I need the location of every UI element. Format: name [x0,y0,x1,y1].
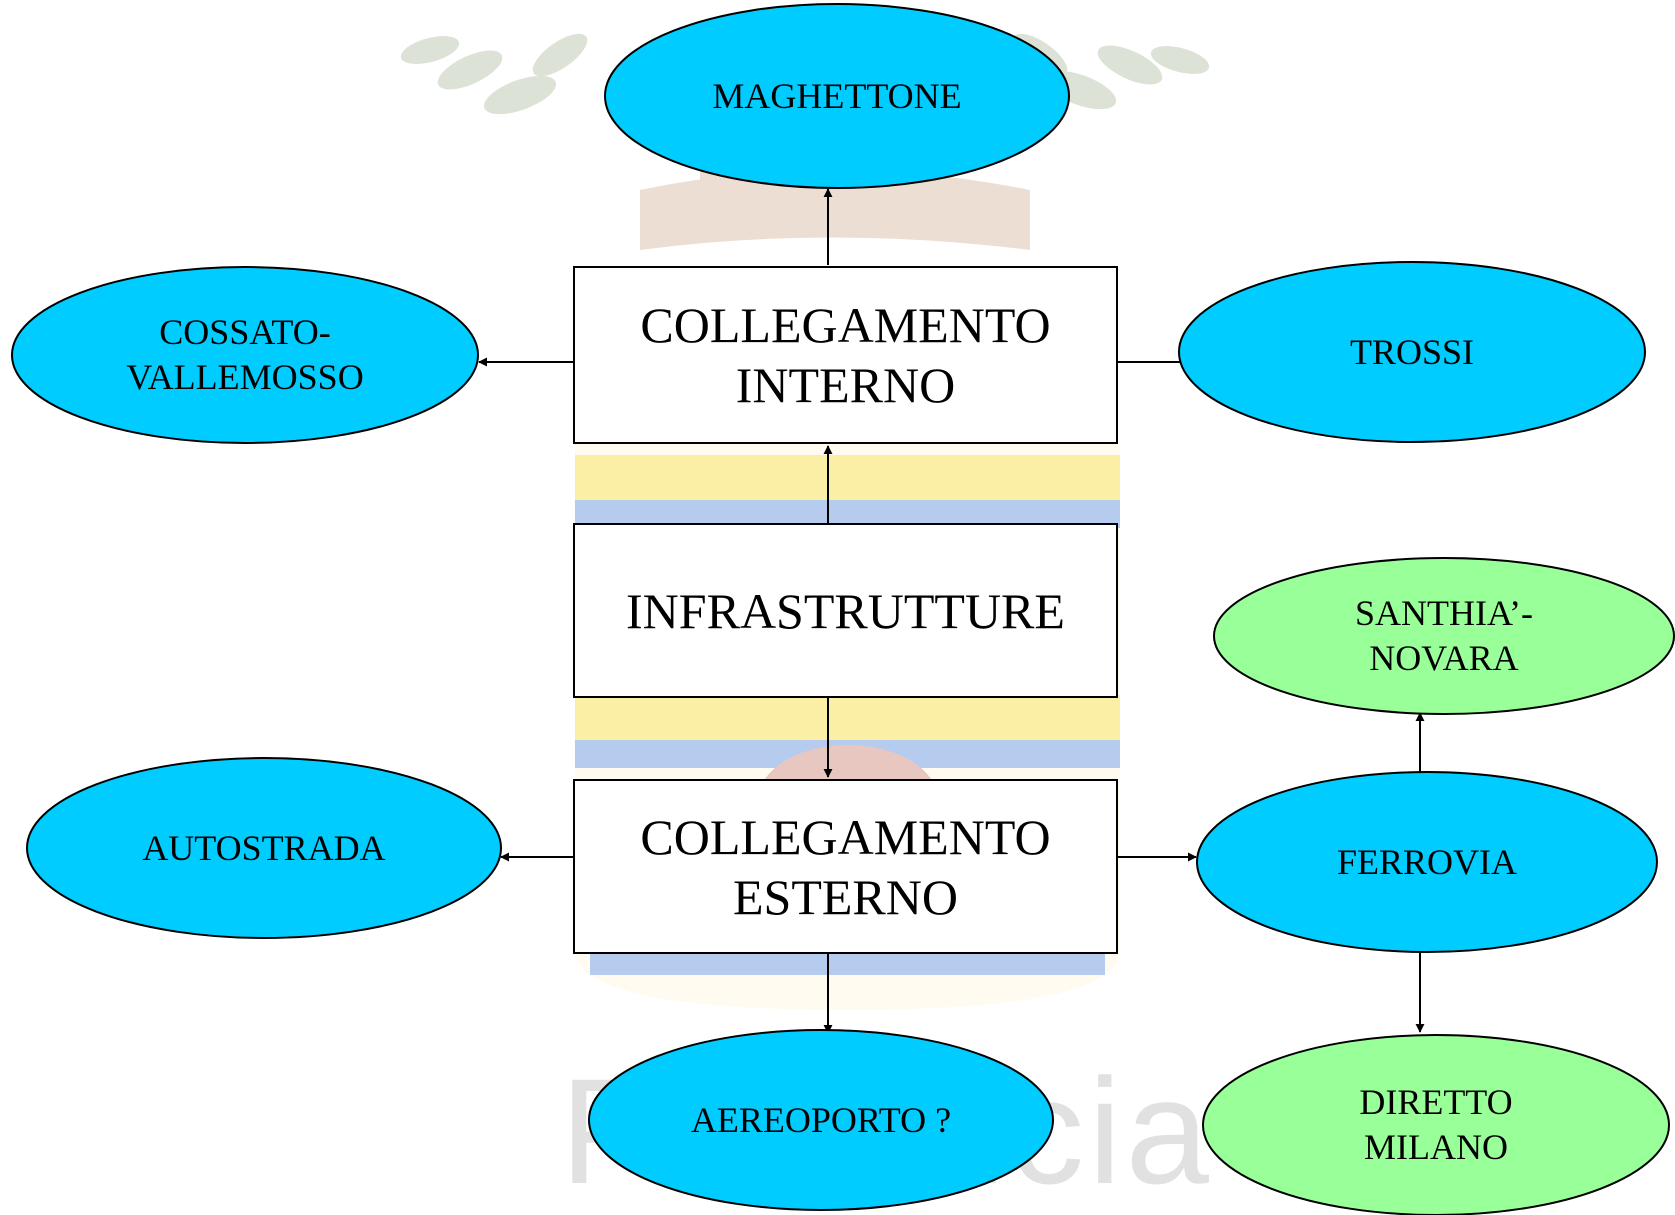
box-collegamento-interno-line-2: INTERNO [735,357,956,413]
ellipse-autostrada [26,757,502,939]
label-aereoporto: AEREOPORTO ? [690,1099,952,1140]
label-ferrovia: FERROVIA [1336,841,1518,882]
ellipse-santhia [1213,557,1675,715]
ellipse-trossi [1178,261,1646,443]
label-santhia: SANTHIA’- NOVARA [1355,593,1533,678]
box-collegamento-interno-line-1: COLLEGAMENTO [640,297,1051,353]
ellipse-maghettone [604,3,1070,189]
box-collegamento-esterno-line-2: ESTERNO [733,868,958,925]
ellipse-cossato [11,266,479,444]
label-cossato: COSSATO- VALLEMOSSO [126,312,364,397]
box-collegamento-interno: COLLEGAMENTO INTERNO [573,266,1118,444]
box-collegamento-esterno: COLLEGAMENTO ESTERNO [573,779,1118,954]
ellipse-aereoporto [588,1029,1054,1211]
label-trossi: TROSSI [1349,331,1475,372]
label-maghettone: MAGHETTONE [712,75,962,116]
label-autostrada: AUTOSTRADA [142,827,386,868]
label-diretto: DIRETTO MILANO [1359,1082,1513,1167]
box-infrastrutture: INFRASTRUTTURE [573,523,1118,698]
box-infrastrutture-label: INFRASTRUTTURE [626,582,1065,639]
ellipse-diretto [1202,1034,1670,1215]
ellipse-ferrovia [1196,771,1658,953]
box-collegamento-esterno-line-1: COLLEGAMENTO [640,808,1051,865]
